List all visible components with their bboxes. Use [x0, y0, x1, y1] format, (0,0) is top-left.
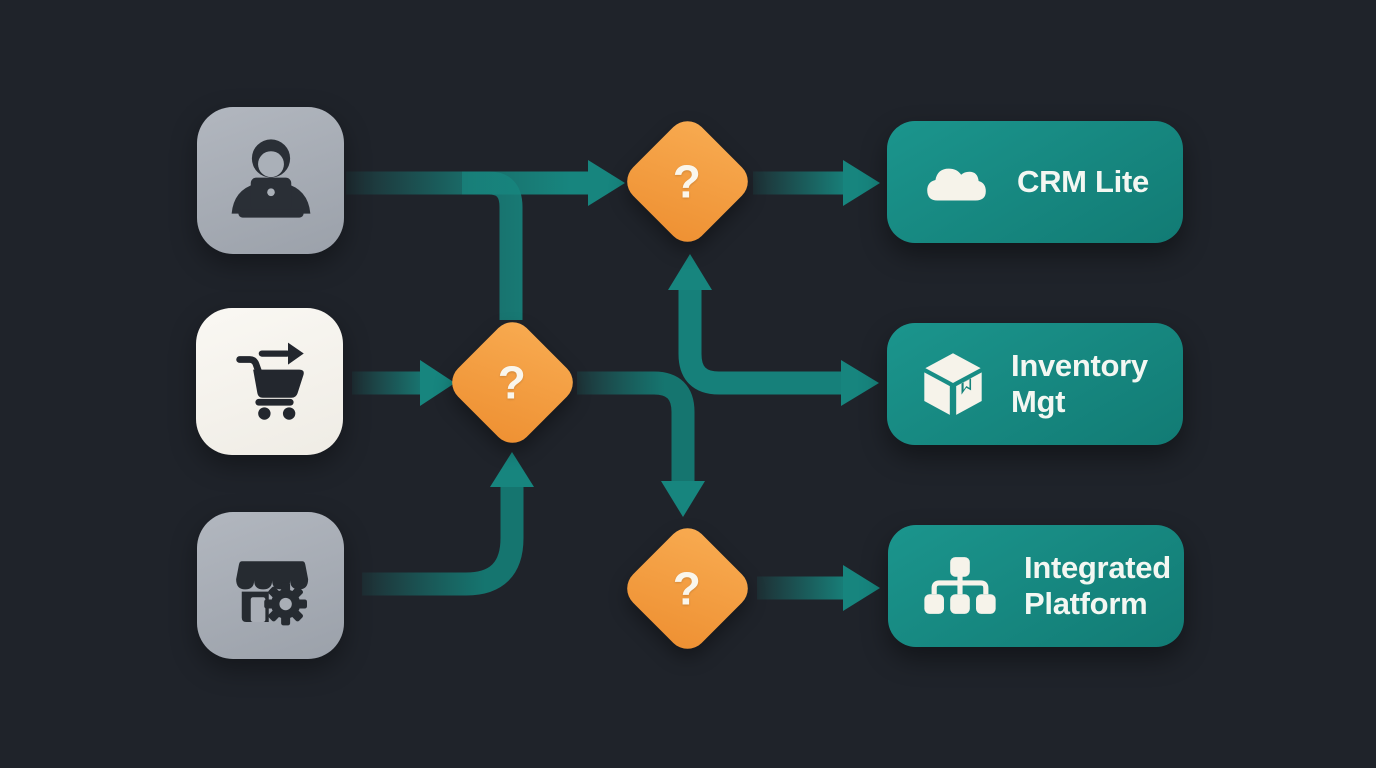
arrow-decision-middle-to-top-and-inventory: [678, 288, 843, 395]
source-node-user[interactable]: [197, 107, 344, 254]
arrowhead-cart-to-decision-middle: [420, 360, 455, 406]
hierarchy-icon: [920, 555, 1000, 617]
arrowhead-decision-bottom-to-platform: [843, 565, 880, 611]
arrowhead-decision-top-to-crm: [843, 160, 880, 206]
target-node-inventory[interactable]: Inventory Mgt: [887, 323, 1183, 445]
gear-icon: [263, 582, 307, 625]
arrow-decision-middle-to-decision-bottom: [577, 371, 695, 483]
arrowhead-store-to-decision-middle: [490, 452, 534, 487]
target-label: CRM Lite: [1017, 164, 1149, 200]
source-node-cart[interactable]: [196, 308, 343, 455]
question-mark-label: ?: [672, 561, 702, 614]
cloud-icon: [919, 157, 993, 207]
source-node-store[interactable]: [197, 512, 344, 659]
shopping-cart-icon: [235, 342, 304, 420]
package-icon: [919, 350, 987, 418]
person-laptop-icon: [231, 138, 310, 218]
arrowhead-to-inventory-target: [841, 360, 879, 406]
arrow-store-to-decision-middle: [362, 487, 524, 596]
question-mark-label: ?: [497, 355, 527, 408]
target-label: Inventory Mgt: [1011, 348, 1148, 419]
target-node-crm[interactable]: CRM Lite: [887, 121, 1183, 243]
arrowhead-user-to-decision-top: [588, 160, 625, 206]
arrowhead-to-decision-top-bottom: [668, 254, 712, 290]
target-label: Integrated Platform: [1024, 550, 1171, 621]
arrowhead-decision-middle-to-decision-bottom: [661, 481, 705, 517]
target-node-platform[interactable]: Integrated Platform: [888, 525, 1184, 647]
arrow-user-to-decision-middle: [462, 171, 523, 320]
question-mark-label: ?: [672, 154, 702, 207]
storefront-gear-icon: [235, 560, 308, 625]
